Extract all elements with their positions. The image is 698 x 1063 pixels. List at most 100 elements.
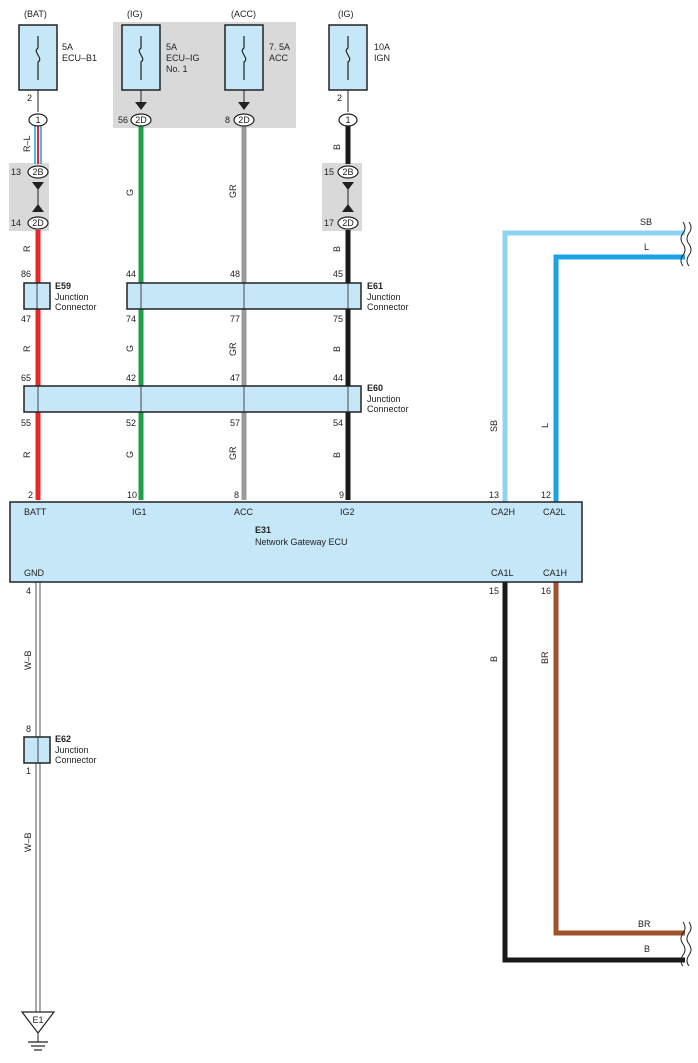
wire-label: GR (228, 342, 238, 356)
ecu-pin-label: IG2 (340, 507, 355, 517)
connector-label: 1 (345, 115, 350, 125)
wire-label: R–L (22, 135, 32, 152)
network-gateway-ecu: 2 10 8 9 13 12 BATT IG1 ACC IG2 CA2H CA2… (9, 490, 583, 596)
pin-number: 14 (11, 218, 21, 228)
ecu-pin-label: CA2L (543, 507, 566, 517)
pin-number: 44 (333, 373, 343, 383)
wire-label: GR (228, 184, 238, 198)
wire-label: GR (228, 446, 238, 460)
fuse-source: (IG) (338, 9, 354, 19)
pin-number: 17 (324, 218, 334, 228)
connector-label: 1 (35, 115, 40, 125)
junction-connector-e60: 65 42 47 44 55 52 57 54 E60 Junction Con… (21, 373, 409, 428)
wire-label: W–B (23, 650, 33, 670)
fuse-name: IGN (374, 53, 390, 63)
wire-label: SB (640, 217, 652, 227)
wire-label: L (644, 242, 649, 252)
wire-label: B (489, 656, 499, 662)
connector-label: 2D (135, 115, 147, 125)
fuse-source: (ACC) (231, 9, 256, 19)
ecu-pin-label: ACC (234, 507, 254, 517)
connector-code: E60 (367, 383, 383, 393)
pin-number: 2 (28, 490, 33, 500)
sb-wire (502, 230, 685, 502)
b-wire (502, 582, 685, 963)
pin-number: 12 (541, 490, 551, 500)
pin-number: 8 (234, 490, 239, 500)
connector-desc: Connector (367, 302, 409, 312)
bat-wire (34, 126, 42, 500)
pin-number: 44 (126, 269, 136, 279)
ecu-name: Network Gateway ECU (255, 537, 348, 547)
connector-desc: Connector (367, 404, 409, 414)
ground-triangle-icon (20, 1011, 56, 1034)
connector-label: 2D (238, 115, 250, 125)
pin-number: 13 (11, 167, 21, 177)
connector-desc: Junction (367, 292, 401, 302)
l-wire (553, 254, 685, 502)
wire-label: B (332, 452, 342, 458)
ecu-pin-label: GND (24, 568, 45, 578)
pin-number: 74 (126, 314, 136, 324)
wire-label: B (332, 346, 342, 352)
fuse-source: (IG) (127, 9, 143, 19)
wire-label: B (332, 246, 342, 252)
connector-desc: Connector (55, 755, 97, 765)
pin-number: 86 (21, 269, 31, 279)
connector-desc: Junction (55, 292, 89, 302)
wire-label: BR (638, 919, 651, 929)
ecu-pin-label: CA1H (543, 568, 567, 578)
pin-number: 48 (230, 269, 240, 279)
fuse-source: (BAT) (24, 9, 47, 19)
fuse-ecu-b1: (BAT) 5A ECU–B1 2 1 (18, 9, 97, 127)
connector-code: E61 (367, 281, 383, 291)
pin-number: 54 (333, 418, 343, 428)
wire-break-marks (680, 221, 692, 967)
ecu-pin-label: BATT (24, 507, 47, 517)
connector-desc: Connector (55, 302, 97, 312)
pin-number: 75 (333, 314, 343, 324)
ground-e1: E1 (20, 1011, 56, 1051)
wire-label: L (540, 423, 550, 428)
pin-number: 8 (26, 724, 31, 734)
pin-number: 13 (489, 490, 499, 500)
junction-connector-e62: 8 1 E62 Junction Connector (23, 724, 97, 776)
wb-wire (35, 582, 41, 1012)
fuse-name-line3: No. 1 (166, 64, 188, 74)
fuse-icon (241, 36, 247, 80)
bat-junction: 13 2B 14 2D (11, 165, 49, 230)
wire-label: R (22, 245, 32, 252)
pin-number: 57 (230, 418, 240, 428)
pin-number: 4 (26, 586, 31, 596)
wire-label: G (125, 451, 135, 458)
ecu-code: E31 (255, 525, 271, 535)
junction-connector-e61: 44 48 45 74 77 75 E61 Junction Connector (126, 269, 409, 324)
ign-junction: 15 2B 17 2D (324, 165, 359, 230)
pin-number: 52 (126, 418, 136, 428)
connector-desc: Junction (55, 745, 89, 755)
fuse-rating: 10A (374, 42, 390, 52)
fuse-name: ECU–B1 (62, 53, 97, 63)
pin-number: 77 (230, 314, 240, 324)
pin-number: 65 (21, 373, 31, 383)
fuse-name: ACC (269, 53, 289, 63)
fuse-ecu-ig-no1: (IG) 5A ECU–IG No. 1 56 2D (118, 9, 200, 127)
pin-number: 16 (541, 586, 551, 596)
wire-label: W–B (23, 832, 33, 852)
connector-label: 2D (32, 218, 44, 228)
connector-label: 2B (32, 167, 43, 177)
pin-number: 15 (489, 586, 499, 596)
connector-label: 2B (342, 167, 353, 177)
ecu-pin-label: CA1L (491, 568, 514, 578)
ecu-pin-label: IG1 (132, 507, 147, 517)
ground-label: E1 (32, 1015, 43, 1025)
wire-label: G (125, 345, 135, 352)
pin-number: 10 (127, 490, 137, 500)
fuse-rating: 5A (166, 42, 177, 52)
wire-label: G (125, 189, 135, 196)
wire-label: B (644, 944, 650, 954)
pin-number: 8 (225, 115, 230, 125)
fuse-name: ECU–IG (166, 53, 200, 63)
fuse-icon (35, 36, 41, 80)
fuse-icon (138, 36, 144, 80)
